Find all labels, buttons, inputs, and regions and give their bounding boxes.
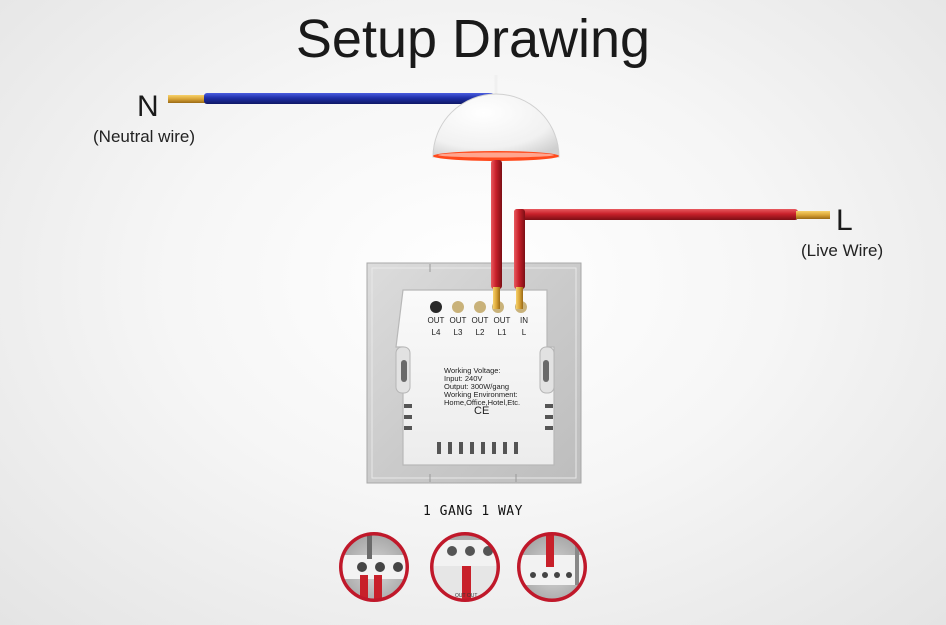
terminal-hole bbox=[474, 301, 486, 313]
terminal-id-label: L4 bbox=[432, 328, 441, 337]
live-copper-tip bbox=[796, 211, 830, 219]
ce-mark: CE bbox=[474, 405, 489, 417]
screwdriver-icon bbox=[367, 534, 372, 559]
spec-line: Working Voltage: bbox=[444, 366, 501, 375]
terminal-type-label: OUT bbox=[428, 316, 445, 325]
switch-back-box: OUT L4 OUT L3 OUT L2 OUT L1 IN L Working Voltage:… bbox=[395, 289, 555, 466]
neutral-caption: (Neutral wire) bbox=[93, 127, 196, 146]
page-title: Setup Drawing bbox=[295, 9, 651, 69]
terminal-type-label: OUT bbox=[472, 316, 489, 325]
neutral-copper-tip bbox=[168, 95, 206, 103]
spec-line: Output: 300W/gang bbox=[444, 382, 509, 391]
terminal-type-label: OUT bbox=[450, 316, 467, 325]
terminal-id-label: L1 bbox=[498, 328, 507, 337]
detail-step-3 bbox=[517, 532, 587, 602]
gang-way-label: 1 GANG 1 WAY bbox=[423, 504, 523, 519]
lamp-icon bbox=[432, 75, 560, 161]
neutral-wire bbox=[168, 93, 494, 104]
terminal-type-label: IN bbox=[520, 316, 528, 325]
detail-step-2: OUT OUT bbox=[430, 532, 500, 602]
terminal-id-label: L3 bbox=[454, 328, 463, 337]
terminal-id-label: L2 bbox=[476, 328, 485, 337]
live-caption: (Live Wire) bbox=[801, 241, 884, 260]
terminal-type-label: OUT bbox=[494, 316, 511, 325]
lamp-load-wire bbox=[491, 160, 502, 309]
neutral-letter: N bbox=[137, 90, 159, 123]
terminal-hole bbox=[430, 301, 442, 313]
live-wire bbox=[514, 209, 830, 309]
spec-line: Working Environment: bbox=[444, 390, 518, 399]
terminal-hole bbox=[452, 301, 464, 313]
detail-step-1 bbox=[339, 532, 409, 602]
spec-line: Input: 240V bbox=[444, 374, 482, 383]
spec-line: Home,Office,Hotel,Etc. bbox=[444, 398, 520, 407]
detail-label: OUT OUT bbox=[455, 593, 477, 599]
terminal-id-label: L bbox=[522, 328, 527, 337]
live-letter: L bbox=[836, 204, 853, 237]
